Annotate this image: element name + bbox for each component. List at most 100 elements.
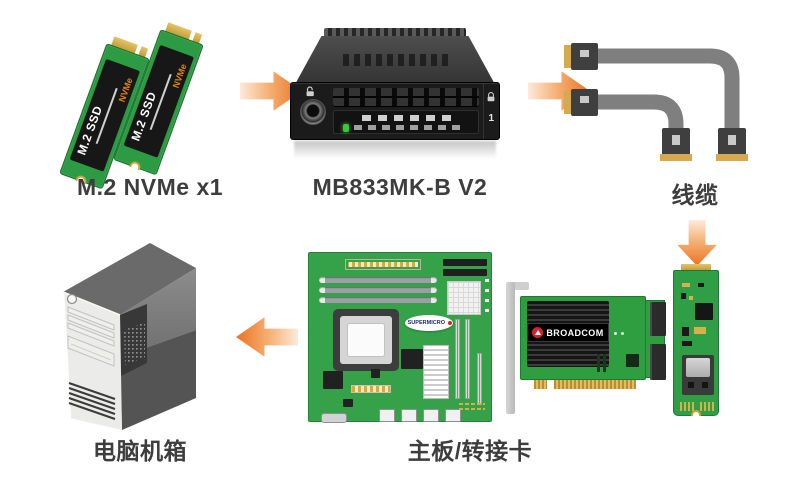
cable-2-bottom-connector [660,128,692,161]
dock-reflection [294,141,496,159]
mobo-chipset-heatsink [447,281,481,315]
unlock-icon [306,86,314,97]
dock-rear-fins [324,28,466,39]
label-case: 电脑机箱 [93,438,187,464]
ssd-sticker-sub: NVMe [116,76,135,104]
dock-activity-led [343,124,349,132]
supermicro-logo: SUPERMICRO [405,315,453,331]
hba-capacitors [597,354,609,372]
mobo-ram-slot [319,287,437,293]
power-button-icon [66,293,78,305]
mobo-usb-port [401,409,417,422]
label-cable: 线缆 [671,182,719,208]
broadcom-logo-text: BROADCOM [546,327,604,338]
adapter-edge-connector [681,263,716,272]
mobo-front-panel-header [351,385,391,393]
dock-tray-vents [362,115,452,121]
mobo-usb-port [445,409,461,422]
adapter-pcb [673,270,719,416]
adapter-component [681,293,686,299]
lock-icon [487,92,495,102]
broadcom-logo-icon [532,327,544,338]
mobo-chip [343,399,353,407]
hba-component-dot [621,332,624,335]
adapter-component [682,327,689,336]
cable-2-wire [590,94,684,132]
label-mb833: MB833MK-B V2 [312,174,488,200]
mobo-cpu-core [347,323,385,357]
mobo-header-dots [485,279,489,319]
dock-front-panel: 1 [290,82,500,140]
cable-1-bottom-connector [716,128,748,161]
mobo-usb-port [423,409,439,422]
adapter-slimsas-connector [682,355,714,395]
mobo-chip [323,371,343,389]
adapter-component [682,283,690,287]
hba-component-dot [614,332,617,335]
case-front-vents [68,382,116,420]
mobo-ram-slot [319,297,437,303]
dock-keylock [300,99,326,125]
mobo-chip [401,349,423,369]
cable-1-left-connector [564,43,598,70]
adapter-connector-hole [688,382,694,388]
adapter-component [698,283,704,287]
mobo-pcie-slot [455,319,460,399]
case-drive-bay [67,322,115,347]
dock-top-panel [296,36,494,82]
dock-drive-tray [333,110,479,134]
case-top-face [63,243,196,315]
dock-bay-number: 1 [488,113,494,124]
mobo-vga-port [321,413,347,423]
mobo-chip [371,369,380,378]
arrow-down-icon [677,220,717,266]
ssd-sticker-sub: NVMe [170,62,189,90]
supermicro-logo-dot [447,321,452,325]
mobo-silkscreen-text [459,403,485,405]
case-front-edge-highlight [61,291,72,419]
case-525-bay-line [70,343,112,361]
adapter-key-notch [713,263,716,272]
hba-pcie-fingers-long [554,380,636,389]
dock-tray-vents-lower [354,125,460,130]
dock-side-strip: 1 [483,83,499,139]
case-vent-grid [124,322,145,365]
mobo-vrm-heatsink [423,345,449,399]
mobo-silkscreen-text [459,408,485,410]
arrow-left-icon [236,317,298,357]
label-m2-nvme: M.2 NVMe x1 [76,174,224,200]
adapter-component [694,327,706,334]
m2-ssd-group: M.2 SSD NVMe M.2 SSD NVMe [55,12,245,190]
case-drive-bay [67,314,115,339]
mobo-pcie-slot [477,353,482,405]
hba-sff-connector [650,344,666,380]
mobo-pcie-slot [465,319,470,399]
broadcom-hba-card: BROADCOM [500,272,672,422]
cable-2-left-connector [564,89,598,116]
motherboard: SUPERMICRO [308,252,492,423]
adapter-component [682,341,692,346]
adapter-component [689,296,693,300]
adapter-screw-notch [691,410,701,416]
m2-adapter-card [670,263,722,416]
mobo-io-bar [443,259,487,266]
mobo-cpu-socket [333,309,399,371]
mobo-usb-port [379,409,395,422]
mb833-dock: 1 [290,28,500,163]
dock-top-vents [342,54,448,66]
cable-1-wire [590,48,740,132]
dock-grille-divider [333,96,479,98]
hba-chip [626,354,639,367]
mobo-atx-connector [345,259,421,270]
case-525-bay [67,335,115,367]
pc-case [61,243,196,430]
hba-pcie-fingers-short [534,380,547,389]
ssd-screw-notch [129,160,142,171]
hba-bracket-hook [506,282,529,290]
label-board: 主板/转接卡 [407,438,533,464]
hba-sff-connector [650,302,666,336]
hba-bracket [506,282,515,414]
adapter-connector-hole [702,382,708,388]
case-drive-bay [67,306,115,331]
adapter-solder-pads [700,402,715,411]
